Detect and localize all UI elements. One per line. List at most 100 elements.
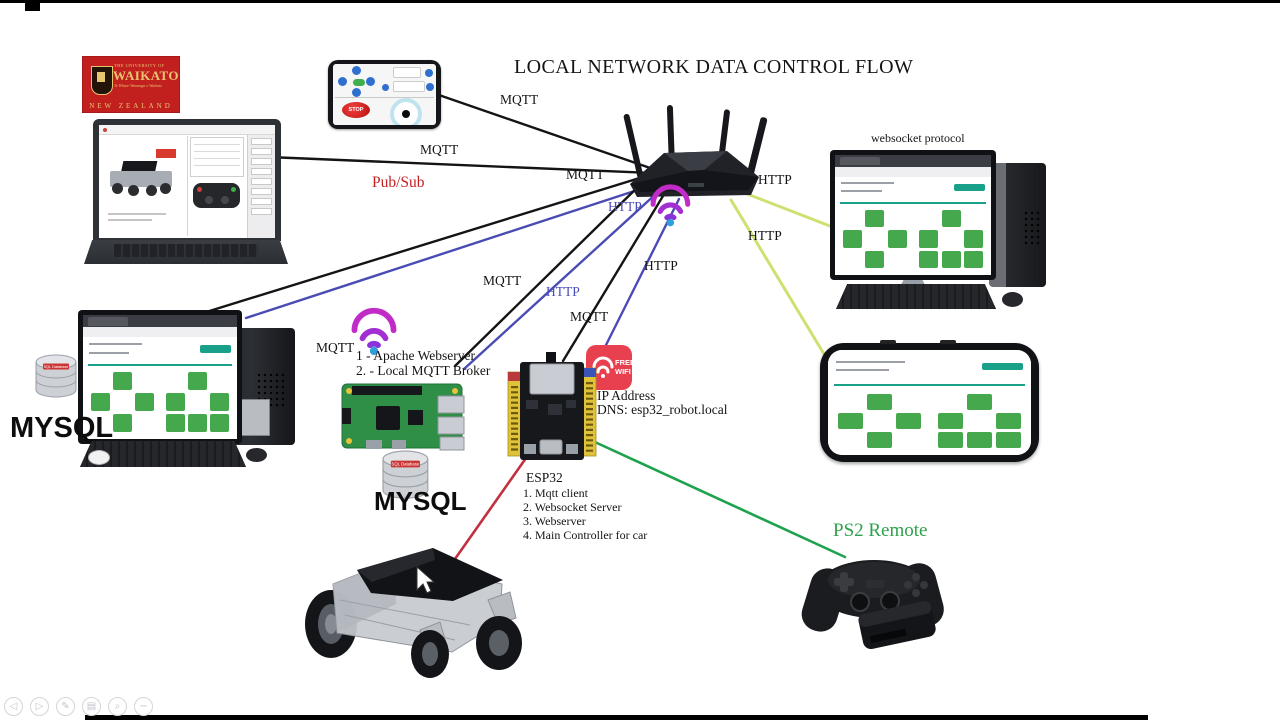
option-button <box>425 69 433 77</box>
toolbar-zoom-button[interactable]: ⌕ <box>108 697 127 716</box>
up-arrow-button <box>352 66 361 75</box>
rpi-note: 1 - Apache Webserver <box>356 348 475 363</box>
toolbar-forward-button[interactable]: ▷ <box>30 697 49 716</box>
right-desktop-monitor <box>830 150 996 280</box>
right-desktop-screen <box>835 155 991 275</box>
edge-esp32-ps2 <box>582 435 847 559</box>
mysql-caption: MYSQL <box>10 412 114 444</box>
esp32-ip-title: IP Address <box>597 388 656 403</box>
edge-label-http: HTTP <box>546 284 580 299</box>
action-buttons <box>937 394 1021 448</box>
direction-buttons <box>90 371 154 432</box>
edge-http-router-desktop <box>244 182 658 320</box>
edge-esp32-robot <box>441 449 533 578</box>
laptop-controller-panel <box>190 137 245 229</box>
right-arrow-button <box>366 77 375 86</box>
edge-label-http: HTTP <box>608 199 642 214</box>
option-button <box>426 83 434 91</box>
edge-label-pubsub: Pub/Sub <box>372 174 425 191</box>
remote-control-phone: STOP <box>328 60 441 129</box>
wifi-icon <box>650 184 691 227</box>
left-desktop-mouse <box>246 448 267 462</box>
diagram-title: LOCAL NETWORK DATA CONTROL FLOW <box>514 56 914 78</box>
laptop-settings-sidebar <box>247 135 275 238</box>
rpi-note: 2. - Local MQTT Broker <box>356 363 491 378</box>
edge-label-mqtt: MQTT <box>570 309 609 324</box>
raspberry-pi-board <box>341 383 465 451</box>
stop-button: STOP <box>342 102 370 118</box>
right-desktop-keyboard <box>836 284 996 309</box>
laptop-screen <box>99 125 275 238</box>
laptop-robot-preview <box>102 137 186 227</box>
edge-label-http: HTTP <box>748 228 782 243</box>
wifi-icon <box>351 307 397 356</box>
esp32-board <box>507 352 597 460</box>
control-webpage <box>835 176 991 275</box>
toolbar-grid-button[interactable]: ▤ <box>82 697 101 716</box>
control-webpage <box>828 350 1031 455</box>
edge-mqtt-router-desktop <box>201 174 648 315</box>
free-wifi-badge: FREE WIFI <box>586 345 635 390</box>
free-wifi-text1: FREE <box>615 358 635 367</box>
edge-mqtt-router-rpi <box>453 180 645 368</box>
ps2-controller <box>801 560 944 649</box>
esp32-feature: 1. Mqtt client <box>523 486 588 500</box>
cursor-arrow-icon <box>416 565 436 594</box>
edge-http-router-right-desktop <box>735 188 850 235</box>
esp32-feature: 2. Websocket Server <box>523 500 622 514</box>
edge-mqtt-controller-router <box>434 92 658 172</box>
video-top-bar <box>0 0 1280 3</box>
left-desktop-screen <box>83 315 237 439</box>
white-mouse <box>88 450 110 465</box>
toolbar-back-button[interactable]: ◁ <box>4 697 23 716</box>
esp32-dns: DNS: esp32_robot.local <box>597 402 728 417</box>
right-desktop-mouse <box>1002 292 1023 307</box>
ps2-receiver <box>858 601 936 649</box>
esp32-feature: 4. Main Controller for car <box>523 528 648 542</box>
laptop <box>93 119 281 241</box>
direction-buttons <box>838 394 922 448</box>
down-arrow-button <box>352 88 361 97</box>
video-top-mark <box>25 0 40 11</box>
direction-buttons <box>842 210 907 269</box>
mysql-database-icon: SQL Database <box>382 450 429 499</box>
edge-label-http: HTTP <box>644 258 678 273</box>
db-badge-text: SQL Database <box>392 462 420 467</box>
mysql-database-icon: SQL Database <box>35 354 77 398</box>
remote-control-screen: STOP <box>333 64 436 125</box>
settings-fields <box>393 67 433 93</box>
zoom-icon: ⌕ <box>114 701 121 712</box>
edge-label-mqtt: MQTT <box>483 273 522 288</box>
right-desktop-tower <box>989 163 1046 287</box>
edge-http-router-rpi <box>462 190 660 371</box>
minus-icon: − <box>139 701 148 712</box>
router <box>623 105 768 197</box>
esp32-heading: ESP32 <box>526 470 563 485</box>
edge-label-mqtt: MQTT <box>500 92 539 107</box>
edge-mqtt-laptop-router <box>266 155 654 175</box>
back-icon: ◁ <box>9 701 18 712</box>
toolbar-minus-button[interactable]: − <box>134 697 153 716</box>
joystick <box>390 98 422 125</box>
go-button <box>353 79 365 86</box>
robot-car <box>305 548 522 678</box>
laptop-keyboard <box>84 240 288 264</box>
edge-http-router-phone <box>729 198 829 361</box>
grid-icon: ▤ <box>86 701 97 712</box>
left-desktop-monitor <box>78 310 242 444</box>
mobile-phone <box>820 340 1039 462</box>
logo-name: WAIKATO <box>113 68 179 83</box>
connections <box>201 92 850 578</box>
mysql-caption: MYSQL <box>374 486 467 516</box>
mobile-phone-screen <box>828 350 1031 455</box>
edge-label-mqtt: MQTT <box>420 142 459 157</box>
edge-http-router-esp32 <box>595 197 681 365</box>
center-button <box>382 84 389 91</box>
control-webpage <box>83 337 237 439</box>
rpi-mqtt-label: MQTT <box>316 340 355 355</box>
toolbar-pen-button[interactable]: ✎ <box>56 697 75 716</box>
university-logo: THE UNIVERSITY OF WAIKATO Te Whare Wanan… <box>82 56 180 113</box>
action-buttons <box>919 210 984 269</box>
